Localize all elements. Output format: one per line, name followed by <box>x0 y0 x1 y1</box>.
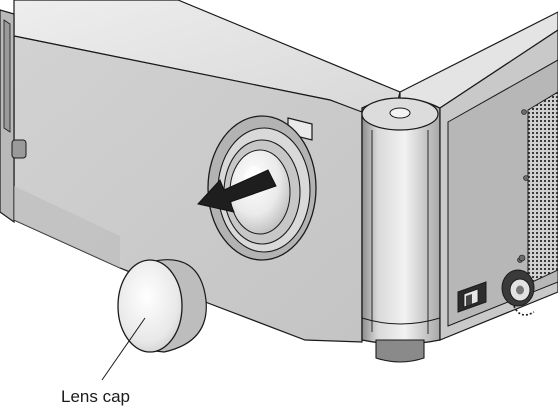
left-foot <box>11 139 27 159</box>
connector-cap-icon <box>501 254 535 316</box>
vent-grille <box>527 91 558 285</box>
pillar-top-button <box>389 107 411 119</box>
removal-arrow-icon <box>197 169 277 213</box>
pillar-foot <box>375 339 425 363</box>
power-switch-icon <box>457 281 487 313</box>
corner-pillar <box>361 97 441 363</box>
lens-cap-face <box>117 259 183 353</box>
lens-cap-label: Lens cap <box>61 387 130 406</box>
projector-body <box>0 0 401 343</box>
callout-leader-line <box>101 317 146 381</box>
right-side-panel <box>399 11 558 341</box>
lens-cap <box>117 259 207 353</box>
